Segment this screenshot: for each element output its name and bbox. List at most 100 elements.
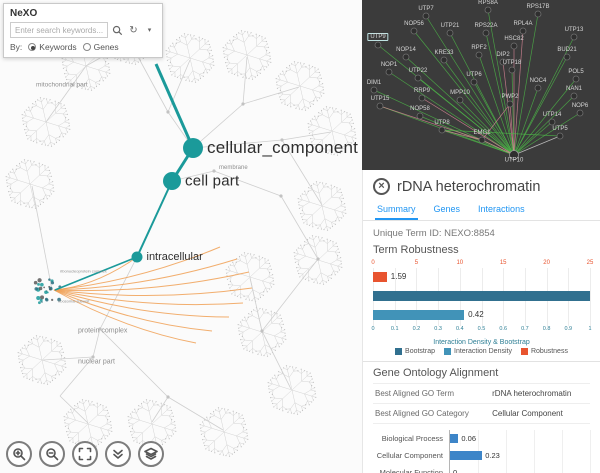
gene-node[interactable]: NOP6 (571, 103, 589, 109)
gene-node[interactable]: UTP7 (418, 6, 434, 12)
layers-button[interactable] (138, 441, 164, 467)
legend-swatch (395, 348, 403, 355)
gene-node[interactable]: UTP14 (542, 112, 562, 118)
gene-node[interactable]: UTP21 (440, 23, 460, 29)
tree-node-label[interactable]: cellular_component (207, 138, 359, 157)
gene-node[interactable]: NOP1 (380, 62, 398, 68)
search-panel: NeXO ↻ ▾ By: Keywords Genes (3, 3, 163, 58)
zoom-out-button[interactable] (39, 441, 65, 467)
gene-node[interactable]: PWP2 (501, 94, 519, 100)
by-label: By: (10, 42, 23, 52)
bottom-axis-tick: 0 (371, 326, 375, 332)
radio-genes[interactable]: Genes (82, 42, 119, 52)
tab-bar: Summary Genes Interactions (363, 198, 600, 221)
bottom-axis-tick: 0.1 (390, 326, 399, 332)
go-chart-area: 0 (449, 464, 591, 473)
legend-item: Bootstrap (395, 348, 435, 355)
gene-node[interactable]: UTP13 (564, 27, 584, 33)
tree-node-label[interactable]: intracellular (146, 251, 203, 263)
gene-node[interactable]: NOC4 (529, 78, 547, 84)
fit-to-window-button[interactable] (72, 441, 98, 467)
tree-node-label[interactable]: cell part (185, 172, 240, 190)
gene-node[interactable]: UTP10 (504, 157, 524, 164)
gene-node[interactable]: POL5 (568, 69, 584, 75)
gene-node[interactable]: RPL4A (513, 21, 533, 27)
legend-item: Interaction Density (444, 348, 512, 355)
gene-node[interactable]: RPS22A (474, 23, 498, 29)
tree-node-label: ribonucleoprotein complex (60, 268, 107, 274)
chart-gridline (590, 464, 591, 473)
radio-keywords-label: Keywords (39, 42, 77, 52)
gene-node[interactable]: NAN1 (565, 86, 583, 92)
collapse-tree-button[interactable] (105, 441, 131, 467)
interaction-network-panel[interactable]: UTP7 RPS8A RPS17B NOP56 UTP21 RPS22A RPL4A UTP1… (362, 0, 600, 170)
gene-node[interactable]: NOP56 (404, 21, 424, 27)
gene-node[interactable]: RRP9 (413, 88, 431, 94)
robustness-bar (373, 310, 465, 320)
gene-node[interactable]: UTP8 (434, 120, 450, 126)
tab-interactions[interactable]: Interactions (478, 204, 525, 214)
gene-node[interactable]: EMG1 (473, 130, 491, 136)
gene-node[interactable]: RPS8A (478, 0, 498, 6)
legend-label: Interaction Density (454, 348, 512, 355)
chart-gridline (590, 430, 591, 447)
radio-keywords-icon (28, 43, 37, 51)
go-chart-area: 0.06 (449, 430, 591, 447)
zoom-in-button[interactable] (6, 441, 32, 467)
search-input[interactable] (10, 22, 108, 38)
tree-node-label: protein complex (78, 327, 128, 335)
tab-genes[interactable]: Genes (433, 204, 461, 214)
gene-node[interactable]: HSC82 (504, 36, 524, 42)
chart-gridline (506, 447, 507, 464)
legend-label: Bootstrap (405, 348, 435, 355)
chart-gridline (506, 464, 507, 473)
gene-node[interactable]: NOP14 (396, 47, 416, 53)
tab-summary[interactable]: Summary (375, 201, 418, 220)
gene-node[interactable]: UTP15 (370, 96, 390, 102)
chart-gridline (562, 447, 563, 464)
go-chart-value: 0.23 (485, 451, 500, 460)
gene-node[interactable]: UTP5 (552, 126, 568, 132)
gene-node[interactable]: MPP10 (450, 90, 470, 96)
gene-node[interactable]: DIM1 (366, 80, 382, 86)
gene-node[interactable]: BUD21 (557, 47, 577, 53)
gene-node[interactable]: UTP18 (502, 60, 522, 66)
reset-search-icon[interactable]: ↻ (129, 24, 138, 36)
term-title: rDNA heterochromatin (397, 178, 541, 195)
gene-node[interactable]: KRE33 (434, 50, 454, 56)
gene-node[interactable]: NOP58 (410, 106, 430, 112)
close-icon[interactable]: × (373, 178, 390, 195)
zoom-toolbar (6, 441, 164, 467)
gene-node[interactable]: RPF2 (471, 45, 487, 51)
bar-value-label: 1.59 (390, 272, 407, 281)
radio-keywords[interactable]: Keywords (28, 42, 77, 52)
gene-node[interactable]: RPS17B (526, 4, 550, 10)
bottom-axis-label: Interaction Density & Bootstrap (433, 339, 530, 346)
gene-node[interactable]: UTP22 (408, 68, 428, 74)
bottom-axis-tick: 1 (588, 326, 592, 332)
gene-node[interactable]: UTP6 (466, 72, 482, 78)
radio-genes-icon (82, 43, 91, 51)
chart-gridline (478, 464, 479, 473)
go-chart-value: 0 (453, 468, 458, 473)
interaction-network-canvas[interactable] (362, 0, 600, 170)
chart-gridline (506, 430, 507, 447)
top-axis-tick: 0 (371, 260, 375, 266)
ontology-tree-canvas[interactable] (0, 0, 362, 473)
chart-gridline (590, 268, 591, 326)
legend-swatch (520, 348, 528, 355)
gene-node[interactable]: DIP2 (496, 52, 510, 58)
gene-node[interactable]: UTP9 (367, 33, 389, 41)
go-alignment-heading: Gene Ontology Alignment (373, 367, 499, 379)
go-row-value: rDNA heterochromatin (492, 389, 572, 398)
search-icon[interactable] (111, 23, 124, 37)
chevron-down-icon[interactable]: ▾ (147, 27, 152, 34)
robustness-bar (373, 291, 590, 301)
top-axis-tick: 25 (586, 260, 594, 266)
term-id-label: Unique Term ID: (373, 228, 442, 239)
legend-label: Robustness (530, 348, 568, 355)
